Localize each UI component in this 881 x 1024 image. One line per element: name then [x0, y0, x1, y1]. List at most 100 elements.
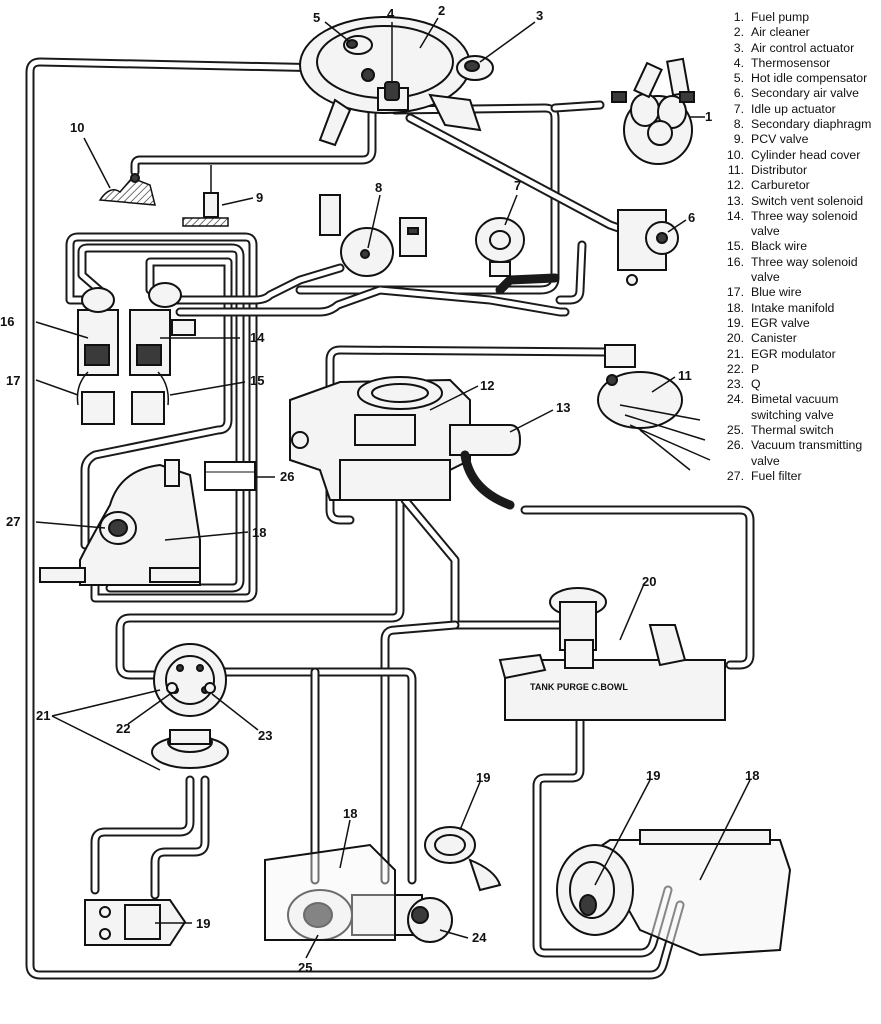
- egr-modulator: [151, 643, 229, 769]
- callout-numbers: 5 4 2 3 10 1 9 8 7 6 16 14 17 15 11 12 1…: [0, 3, 759, 975]
- legend-item-text: Bimetal vacuum switching valve: [751, 392, 839, 422]
- intake-manifold-right: [593, 829, 792, 957]
- bimetal-vacuum-switching-valve: [351, 894, 453, 943]
- legend-item-number: 1.: [733, 10, 744, 24]
- legend-item-text: Secondary diaphragm: [751, 117, 872, 132]
- legend-item: 6.Secondary air valve: [717, 86, 877, 101]
- blue-wire: [76, 371, 89, 406]
- callout-5: 5: [313, 10, 320, 25]
- legend-item-number: 12.: [726, 178, 744, 193]
- legend-item-number: 27.: [726, 468, 744, 483]
- black-wire: [157, 371, 170, 406]
- vacuum-transmitting-valve: [204, 461, 256, 491]
- legend-item-number: 16.: [726, 254, 744, 269]
- legend-item-number: 11.: [727, 162, 744, 177]
- callout-27: 27: [6, 514, 20, 529]
- legend-item-number: 7.: [733, 101, 744, 116]
- legend-item: 24.Bimetal vacuum switching valve: [717, 392, 877, 423]
- callout-12: 12: [480, 378, 494, 393]
- legend-item-text: Black wire: [751, 239, 808, 254]
- legend-item: 20.Canister: [717, 331, 877, 346]
- callout-20: 20: [642, 574, 656, 589]
- three-way-solenoid-valve-14: [129, 282, 196, 425]
- legend-item-text: Canister: [751, 331, 797, 346]
- legend-item: 25. Thermal switch: [717, 423, 877, 438]
- callout-26: 26: [280, 469, 294, 484]
- legend-item: 18.Intake manifold: [717, 301, 877, 316]
- legend-item: 5.Hot idle compensator: [717, 71, 877, 86]
- legend-item-number: 2.: [733, 25, 744, 40]
- callout-1: 1: [705, 109, 712, 124]
- legend-item-text: PCV valve: [751, 132, 809, 147]
- parts-legend: 1. Fuel pump 2. Air cleaner 3. Air control ac…: [717, 10, 877, 484]
- legend-item-text: Three way solenoid valve: [751, 208, 858, 239]
- callout-6: 6: [688, 210, 695, 225]
- legend-item-number: 13.: [726, 193, 744, 208]
- leader-lines: [35, 17, 751, 959]
- legend-item: 4.Thermosensor: [717, 56, 877, 71]
- legend-item-text: Distributor: [751, 162, 808, 177]
- legend-item-text: Thermosensor: [751, 55, 831, 70]
- legend-item-text: Air control actuator: [751, 40, 855, 55]
- legend-item-text: Air cleaner: [751, 25, 810, 40]
- legend-item-number: 23.: [726, 377, 744, 392]
- legend-item-text: Q: [751, 377, 761, 392]
- fuel-filter: [99, 511, 137, 545]
- legend-item-text: Thermal switch: [751, 423, 834, 438]
- three-way-solenoid-valve-16: [77, 287, 119, 425]
- modulator-port-q: [204, 682, 216, 694]
- fuel-pump: [611, 57, 695, 165]
- legend-item-text: P: [751, 361, 760, 376]
- legend-item: 13.Switch vent solenoid: [717, 194, 877, 209]
- carburetor: [289, 376, 471, 501]
- legend-item: 11. Distributor: [717, 163, 877, 178]
- legend-item: 15.Black wire: [717, 239, 877, 254]
- legend-item-number: 8.: [733, 117, 744, 132]
- legend-item-text: Intake manifold: [751, 300, 835, 315]
- legend-item: 21.EGR modulator: [717, 347, 877, 362]
- intake-manifold-left: [39, 459, 201, 586]
- modulator-port-p: [166, 682, 178, 694]
- legend-item-text: Carburetor: [751, 178, 810, 193]
- legend-item-text: Fuel filter: [751, 468, 802, 483]
- callout-23: 23: [258, 728, 272, 743]
- callout-19b: 19: [646, 768, 660, 783]
- legend-item-number: 21.: [726, 346, 744, 361]
- air-control-actuator: [456, 55, 494, 81]
- legend-item: 17.Blue wire: [717, 285, 877, 300]
- legend-item: 27. Fuel filter: [717, 469, 877, 484]
- callout-13: 13: [556, 400, 570, 415]
- canister: TANK PURGE C.BOWL: [498, 587, 726, 721]
- callout-10: 10: [70, 120, 84, 135]
- switch-vent-solenoid: [449, 424, 522, 510]
- callout-2: 2: [438, 3, 445, 18]
- callout-15: 15: [250, 373, 264, 388]
- legend-item-number: 17.: [726, 285, 744, 300]
- secondary-diaphragm: [319, 194, 427, 277]
- callout-4: 4: [387, 6, 395, 21]
- legend-item: 19.EGR valve: [717, 316, 877, 331]
- callout-19c: 19: [196, 916, 210, 931]
- egr-valve-right: [556, 844, 634, 936]
- legend-item: 26.Vacuum transmitting valve: [717, 438, 877, 469]
- callout-22: 22: [116, 721, 130, 736]
- legend-item: 1. Fuel pump: [717, 10, 877, 25]
- legend-item: 10.Cylinder head cover: [717, 148, 877, 163]
- legend-item: 7.Idle up actuator: [717, 102, 877, 117]
- legend-item: 2. Air cleaner: [717, 25, 877, 40]
- legend-item-number: 26.: [726, 438, 744, 453]
- legend-item-number: 25.: [726, 423, 744, 438]
- legend-item: 12. Carburetor: [717, 178, 877, 193]
- legend-item: 16.Three way solenoid valve: [717, 255, 877, 286]
- callout-14: 14: [250, 330, 265, 345]
- legend-item-text: Fuel pump: [751, 10, 810, 24]
- callout-7: 7: [514, 178, 521, 193]
- legend-item: 3. Air control actuator: [717, 41, 877, 56]
- legend-item-number: 3.: [733, 40, 744, 55]
- egr-valve-left: [84, 899, 187, 946]
- callout-8: 8: [375, 180, 382, 195]
- callout-18c: 18: [343, 806, 357, 821]
- legend-item: 22.P: [717, 362, 877, 377]
- callout-18b: 18: [745, 768, 759, 783]
- legend-item-number: 6.: [733, 86, 744, 101]
